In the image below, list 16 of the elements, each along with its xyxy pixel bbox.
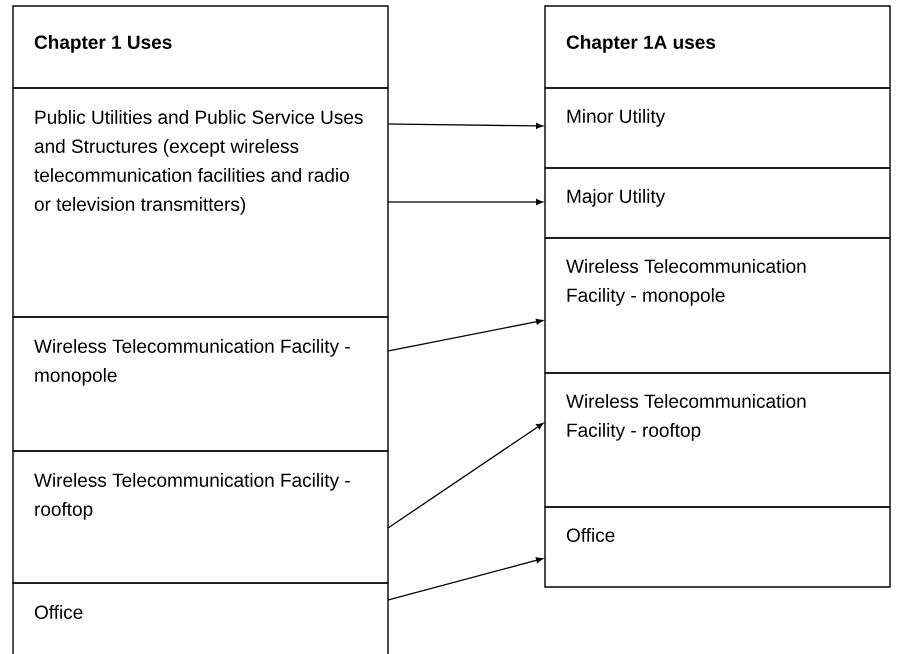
table-cell: Public Utilities and Public Service Uses and Structures (except wireless telecommunication facilities and radio or television transmitters) [12, 87, 389, 318]
arrow [388, 557, 544, 601]
table-cell: Major Utility [544, 167, 891, 239]
table-cell: Wireless Telecommunication Facility - monopole [544, 237, 891, 374]
table-cell: Office [12, 582, 389, 654]
arrow [388, 199, 544, 205]
table-cell: Wireless Telecommunication Facility - rooftop [12, 450, 389, 584]
arrow [388, 318, 544, 352]
table-cell: Wireless Telecommunication Facility - rooftop [544, 372, 891, 508]
arrow [388, 122, 544, 129]
arrow [388, 422, 544, 529]
header-cell: Chapter 1A uses [544, 5, 891, 89]
table-cell: Office [544, 506, 891, 588]
table-cell: Wireless Telecommunication Facility - monopole [12, 316, 389, 452]
header-cell: Chapter 1 Uses [12, 5, 389, 89]
table-cell: Minor Utility [544, 87, 891, 169]
